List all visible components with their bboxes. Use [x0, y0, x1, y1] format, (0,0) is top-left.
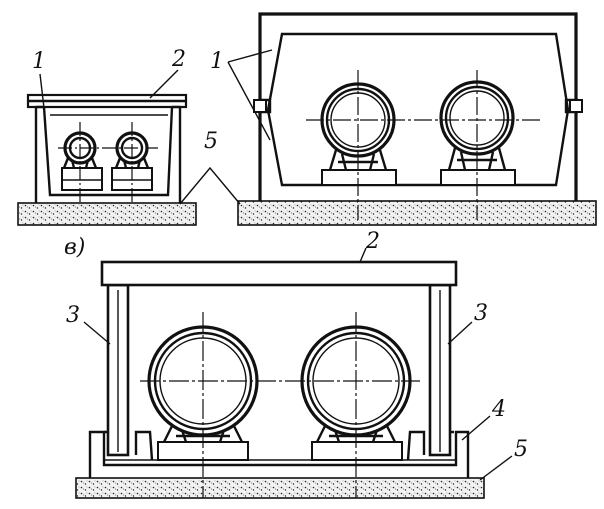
support-block-large-1 [321, 169, 397, 186]
ground-slab-bottom [75, 477, 485, 499]
callout-5-bottom: 5 [514, 437, 528, 462]
enclosure-walls-small [34, 105, 182, 203]
callout-4: 4 [491, 397, 506, 422]
support-block-large-2 [440, 169, 516, 186]
callout-1-large: 1 [210, 49, 224, 74]
callout-3-left: 3 [66, 303, 80, 328]
cover-plate-bottom [100, 260, 458, 287]
support-block-bottom-2 [311, 441, 403, 461]
callout-5-top: 5 [204, 129, 218, 154]
support-block-small-1 [61, 167, 103, 191]
callout-2-small: 2 [171, 47, 186, 72]
callout-1-small: 1 [32, 49, 46, 74]
enclosure-inner [266, 32, 570, 187]
variant-b-installation [75, 247, 513, 499]
callout-2-bottom: 2 [365, 229, 380, 254]
callout-3-right: 3 [474, 301, 488, 326]
enclosure-outer [258, 12, 578, 201]
part-label-b: в) [64, 235, 85, 260]
small-installation [17, 69, 197, 226]
ground-slab-large [237, 200, 597, 226]
large-installation [179, 12, 597, 226]
ground-slab-small [17, 202, 197, 226]
base-channel [88, 430, 470, 478]
